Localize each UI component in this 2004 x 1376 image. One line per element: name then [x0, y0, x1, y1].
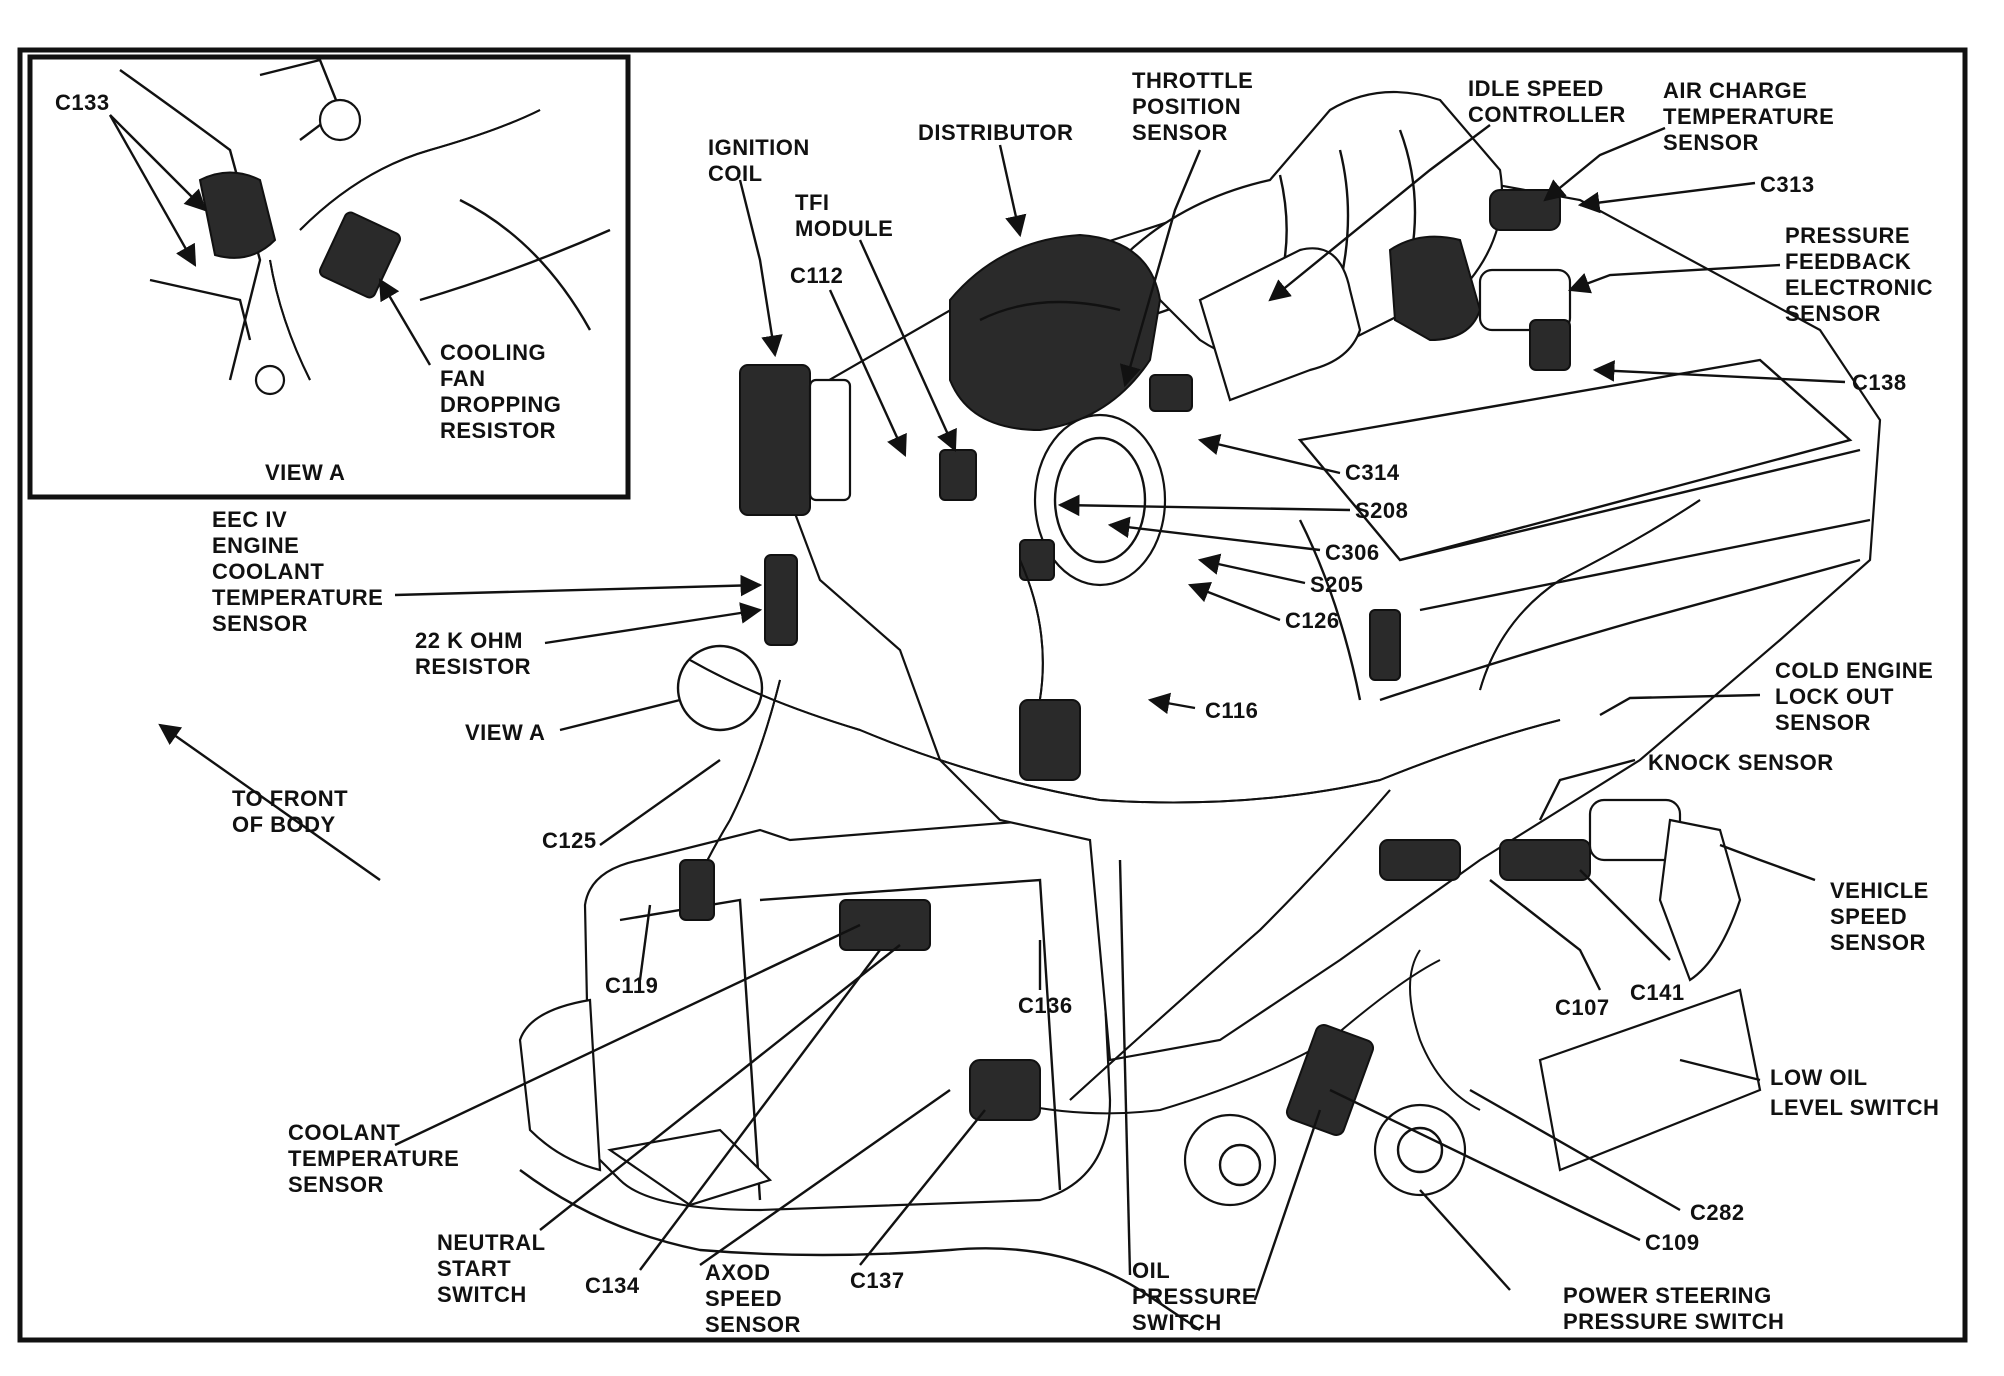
label-coolant-temp-sensor: COOLANT TEMPERATURE SENSOR	[288, 1120, 466, 1197]
label-c282: C282	[1690, 1200, 1745, 1225]
label-to-front-of-body: TO FRONT OF BODY	[232, 786, 355, 837]
label-c109: C109	[1645, 1230, 1700, 1255]
label-c141: C141	[1630, 980, 1685, 1005]
label-c137: C137	[850, 1268, 905, 1293]
label-c119: C119	[605, 973, 658, 998]
label-low-oil-switch: LOW OIL LEVEL SWITCH	[1770, 1065, 1939, 1120]
label-distributor: DISTRIBUTOR	[918, 120, 1073, 145]
label-pressure-feedback-sensor: PRESSURE FEEDBACK ELECTRONIC SENSOR	[1785, 223, 1940, 326]
labels: C133 COOLING FAN DROPPING RESISTOR VIEW …	[55, 68, 1940, 1337]
label-c306: C306	[1325, 540, 1380, 565]
label-view-a-ref: VIEW A	[465, 720, 545, 745]
label-ignition-coil: IGNITION COIL	[708, 135, 816, 186]
label-22k-ohm-resistor: 22 K OHM RESISTOR	[415, 628, 531, 679]
outer-frame	[17, 47, 1968, 1343]
label-ps-pressure-switch: POWER STEERING PRESSURE SWITCH	[1563, 1283, 1784, 1334]
label-oil-pressure-switch: OIL PRESSURE SWITCH	[1132, 1258, 1264, 1335]
label-c314: C314	[1345, 460, 1400, 485]
view-a-illustration	[119, 58, 611, 396]
label-cooling-fan-resistor: COOLING FAN DROPPING RESISTOR	[440, 340, 568, 443]
label-c313: C313	[1760, 172, 1815, 197]
label-neutral-start-switch: NEUTRAL START SWITCH	[437, 1230, 552, 1307]
label-axod-speed-sensor: AXOD SPEED SENSOR	[705, 1260, 801, 1337]
label-view-a-title: VIEW A	[265, 460, 345, 485]
leader-lines	[108, 114, 1846, 1301]
label-c107: C107	[1555, 995, 1610, 1020]
engine-illustration	[518, 90, 1882, 1331]
label-c116: C116	[1205, 698, 1258, 723]
label-vehicle-speed-sensor: VEHICLE SPEED SENSOR	[1830, 878, 1935, 955]
label-cold-engine-sensor: COLD ENGINE LOCK OUT SENSOR	[1775, 658, 1940, 735]
label-s208: S208	[1355, 498, 1408, 523]
label-c112: C112	[790, 263, 843, 288]
label-c133-view-a: C133	[55, 90, 110, 115]
label-c136: C136	[1018, 993, 1073, 1018]
label-c126: C126	[1285, 608, 1340, 633]
label-idle-speed-controller: IDLE SPEED CONTROLLER	[1468, 76, 1626, 127]
label-tfi-module: TFI MODULE	[795, 190, 893, 241]
label-c138: C138	[1852, 370, 1907, 395]
label-knock-sensor: KNOCK SENSOR	[1648, 750, 1834, 775]
label-throttle-position-sensor: THROTTLE POSITION SENSOR	[1132, 68, 1260, 145]
label-eec-coolant-sensor: EEC IV ENGINE COOLANT TEMPERATURE SENSOR	[212, 507, 390, 636]
label-c125: C125	[542, 828, 597, 853]
label-c134: C134	[585, 1273, 640, 1298]
label-air-charge-temp-sensor: AIR CHARGE TEMPERATURE SENSOR	[1663, 78, 1841, 155]
label-s205: S205	[1310, 572, 1363, 597]
